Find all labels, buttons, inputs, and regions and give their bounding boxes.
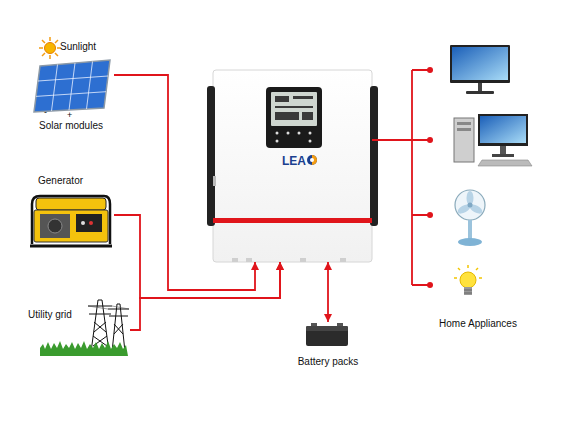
inverter: LEA xyxy=(213,70,372,262)
solar-modules: Solar modules xyxy=(28,58,114,136)
power-wire xyxy=(130,262,280,330)
power-wire xyxy=(372,70,430,285)
grass xyxy=(40,341,128,356)
polarity-minus: - xyxy=(44,106,47,118)
node-caption: Solar modules xyxy=(39,120,103,132)
power-wire xyxy=(114,75,255,290)
node-caption: LEA xyxy=(282,154,306,168)
power-wire xyxy=(114,215,280,298)
tv-icon xyxy=(450,45,510,94)
generator-icon xyxy=(30,196,112,246)
fan-icon xyxy=(455,190,485,246)
inverter-housing xyxy=(207,70,378,262)
junction-dots xyxy=(427,67,433,288)
utility-grid: Utility grid xyxy=(26,295,130,357)
bulb-icon xyxy=(454,265,482,295)
node-caption: Utility grid xyxy=(28,309,72,321)
computer-icon xyxy=(454,114,532,166)
battery-packs: Battery packs xyxy=(290,322,366,370)
sun-label: Sunlight xyxy=(60,41,96,53)
sun-icon xyxy=(39,37,61,59)
node-caption: Battery packs xyxy=(298,356,359,368)
generator: Generator xyxy=(28,175,114,253)
node-caption: Home Appliances xyxy=(439,318,517,330)
polarity-plus: + xyxy=(67,109,72,121)
home-appliances: Home Appliances xyxy=(430,38,526,332)
node-caption: Generator xyxy=(38,175,83,187)
battery-icon xyxy=(306,323,348,346)
power-wire xyxy=(327,262,329,322)
solar-panel xyxy=(34,60,110,112)
